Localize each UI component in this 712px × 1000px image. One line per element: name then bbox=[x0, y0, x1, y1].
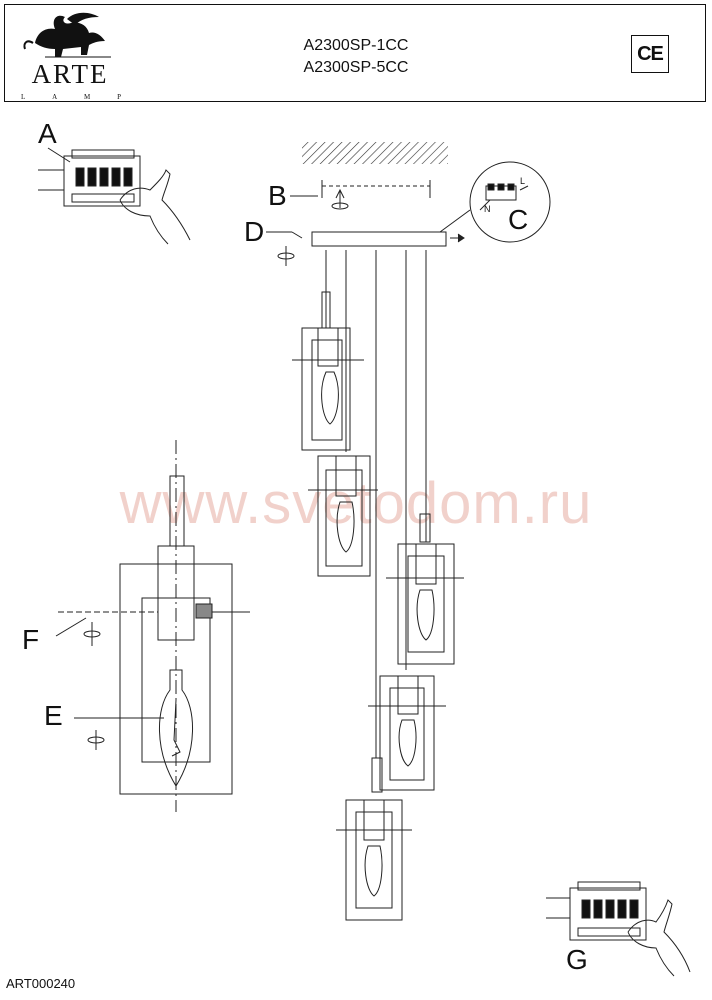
pendant-shade-1 bbox=[292, 327, 364, 451]
label-f: F bbox=[22, 624, 40, 655]
label-a: A bbox=[38, 118, 57, 149]
brand-name: ARTE bbox=[31, 59, 109, 89]
mounting-bracket bbox=[321, 180, 431, 210]
ce-mark: CE bbox=[631, 35, 669, 73]
pendant-shade-2 bbox=[308, 455, 378, 577]
griffin-icon bbox=[23, 12, 111, 58]
pointer-f bbox=[55, 617, 101, 646]
label-d: D bbox=[244, 216, 265, 247]
terminal-block-detail-g bbox=[546, 881, 691, 977]
label-b: B bbox=[268, 180, 287, 211]
label-g: G bbox=[566, 944, 588, 975]
brand-sub-letter: L bbox=[21, 93, 26, 101]
ceiling-hatch bbox=[302, 142, 448, 164]
brand-sub-letter: A bbox=[52, 93, 58, 101]
model-numbers: A2300SP-1CC A2300SP-5CC bbox=[5, 35, 707, 79]
label-c: C bbox=[508, 204, 529, 235]
pendant-shade-4 bbox=[368, 675, 446, 791]
terminal-block-detail-a bbox=[38, 149, 191, 245]
model-1: A2300SP-1CC bbox=[303, 37, 409, 54]
document-id: ART000240 bbox=[6, 976, 76, 991]
wiring-detail-c bbox=[439, 161, 551, 243]
pendant-shade-5 bbox=[336, 799, 412, 921]
label-e: E bbox=[44, 700, 63, 731]
brand-sub-letter: P bbox=[117, 93, 121, 101]
brand-subtitle: L A M P bbox=[21, 93, 121, 101]
wiring-label-live: L bbox=[520, 176, 526, 186]
canopy-plate bbox=[311, 231, 447, 247]
enlarged-shade bbox=[58, 440, 250, 812]
brand-logo: ARTE L A M P bbox=[15, 9, 125, 101]
model-2: A2300SP-5CC bbox=[303, 59, 409, 76]
header-frame: ARTE L A M P A2300SP-1CC A2300SP-5CC CE bbox=[4, 4, 706, 102]
pointer-e bbox=[74, 717, 164, 750]
suspension-cables bbox=[321, 250, 431, 793]
wiring-label-neutral: N bbox=[484, 204, 491, 214]
pendant-shade-3 bbox=[386, 543, 464, 665]
detail-a-pointer bbox=[47, 147, 71, 163]
brand-sub-letter: M bbox=[84, 93, 91, 101]
pointer-d bbox=[266, 231, 465, 266]
